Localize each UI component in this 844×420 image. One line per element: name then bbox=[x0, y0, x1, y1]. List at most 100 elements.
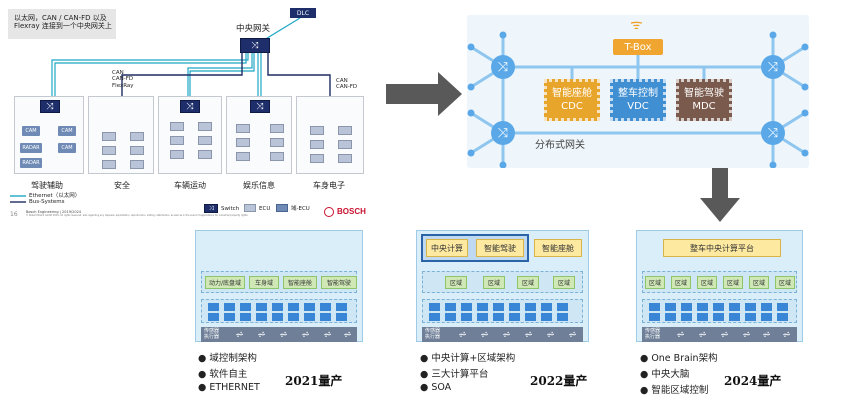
stage-2021-bullet: ● 软件自主 bbox=[198, 369, 248, 380]
ecu-node bbox=[208, 313, 219, 321]
region-chip: 区域 bbox=[749, 276, 769, 289]
ecu-node bbox=[713, 303, 724, 311]
ecu-node bbox=[493, 303, 504, 311]
compute-chip: 中央计算 bbox=[426, 239, 468, 257]
region-chip: 区域 bbox=[671, 276, 691, 289]
region-chip: 区域 bbox=[483, 276, 505, 289]
ecu-node bbox=[557, 313, 568, 321]
stage-2024-bullet: ● 中央大脑 bbox=[640, 369, 690, 380]
camera-chip: CAM bbox=[58, 143, 76, 153]
bosch-logo-icon bbox=[324, 207, 334, 217]
ecu-node bbox=[493, 313, 504, 321]
ecu-box bbox=[310, 126, 324, 135]
legend-switch-icon: ⤨ bbox=[204, 204, 218, 213]
ecu-box bbox=[102, 146, 116, 155]
tbox: T-Box bbox=[613, 39, 663, 55]
io-icon: ⩫ bbox=[343, 328, 353, 341]
ecu-box bbox=[338, 140, 352, 149]
ecu-node bbox=[304, 313, 315, 321]
region-chip: 区域 bbox=[723, 276, 743, 289]
camera-chip: CAM bbox=[58, 126, 76, 136]
ecu-box bbox=[270, 124, 284, 133]
zone-safety bbox=[88, 96, 154, 174]
ecu-node bbox=[445, 313, 456, 321]
ecu-box bbox=[170, 122, 184, 131]
bosch-architecture-diagram: 以太网，CAN / CAN-FD 以及 Flexray 连接到一个中央网关上 D… bbox=[0, 0, 378, 222]
ecu-node bbox=[665, 303, 676, 311]
io-icon: ⩫ bbox=[568, 328, 578, 341]
central-gateway-switch-icon: ⤨ bbox=[240, 38, 270, 53]
wifi-icon: ᯤ bbox=[630, 17, 643, 33]
io-icon: ⩫ bbox=[720, 328, 730, 341]
ecu-node bbox=[288, 303, 299, 311]
ecu-box bbox=[338, 126, 352, 135]
right-arrow-icon bbox=[386, 72, 462, 116]
central-platform-chip: 整车中央计算平台 bbox=[663, 239, 781, 257]
distributed-gateway-diagram: ᯤ T-Box 智能座舱 CDC 整车控制 VDC 智能驾驶 MDC ⤨ ⤨ ⤨… bbox=[467, 15, 809, 168]
ecu-node bbox=[272, 313, 283, 321]
zone-switch-icon: ⤨ bbox=[250, 100, 270, 113]
io-icon: ⩫ bbox=[676, 328, 686, 341]
domain-vdc: 整车控制 VDC bbox=[610, 79, 666, 121]
ecu-node bbox=[729, 313, 740, 321]
io-icon: ⩫ bbox=[742, 328, 752, 341]
domain-mdc: 智能驾驶 MDC bbox=[676, 79, 732, 121]
ecu-node bbox=[713, 313, 724, 321]
down-arrow-icon bbox=[700, 168, 740, 222]
ecu-node bbox=[240, 303, 251, 311]
zone-body bbox=[296, 96, 364, 174]
zone-switch-icon: ⤨ bbox=[180, 100, 200, 113]
ecu-node bbox=[745, 303, 756, 311]
legend-ecu: ECU bbox=[259, 206, 271, 212]
ecu-node bbox=[429, 313, 440, 321]
ecu-node bbox=[272, 303, 283, 311]
ecu-node bbox=[429, 303, 440, 311]
ecu-box bbox=[130, 132, 144, 141]
radar-chip: RADAR bbox=[20, 143, 42, 153]
ecu-box bbox=[270, 138, 284, 147]
io-icon: ⩫ bbox=[235, 328, 245, 341]
io-label: 传感器 执行器 bbox=[425, 328, 441, 340]
stage-2024-bullet: ● One Brain架构 bbox=[640, 353, 718, 364]
io-label: 传感器 执行器 bbox=[645, 328, 661, 340]
region-chip: 区域 bbox=[645, 276, 665, 289]
ecu-node bbox=[509, 303, 520, 311]
bosch-brand: BOSCH bbox=[337, 207, 366, 216]
ecu-box bbox=[130, 146, 144, 155]
ecu-box bbox=[170, 136, 184, 145]
stage-2022-year: 2022量产 bbox=[530, 374, 588, 388]
ecu-box bbox=[236, 152, 250, 161]
gateway-switch-icon: ⤨ bbox=[491, 121, 515, 145]
io-icon: ⩫ bbox=[301, 328, 311, 341]
ecu-node bbox=[477, 313, 488, 321]
dlc-port: DLC bbox=[290, 8, 316, 18]
ecu-box bbox=[198, 150, 212, 159]
ecu-box bbox=[198, 136, 212, 145]
ecu-node bbox=[256, 303, 267, 311]
ecu-box bbox=[130, 160, 144, 169]
gateway-switch-icon: ⤨ bbox=[761, 55, 785, 79]
ecu-node bbox=[649, 313, 660, 321]
domain-cdc-name: 智能座舱 bbox=[552, 88, 592, 99]
stage-2022-bullet: ● 三大计算平台 bbox=[420, 369, 489, 380]
distributed-gateway-label: 分布式网关 bbox=[535, 140, 585, 151]
bus-label-left: CAN CAN-FD FlexRay bbox=[112, 70, 134, 89]
ecu-node bbox=[288, 313, 299, 321]
ecu-node bbox=[320, 303, 331, 311]
ecu-node bbox=[777, 313, 788, 321]
stage-2022-bullet: ● 中央计算+区域架构 bbox=[420, 353, 516, 364]
io-row: 传感器 执行器 ⩫⩫⩫⩫⩫⩫ bbox=[201, 327, 357, 342]
ecu-node bbox=[304, 303, 315, 311]
ecu-node bbox=[777, 303, 788, 311]
ecu-node bbox=[745, 313, 756, 321]
region-chip: 区域 bbox=[445, 276, 467, 289]
ecu-box bbox=[102, 160, 116, 169]
domain-mdc-name: 智能驾驶 bbox=[684, 88, 724, 99]
io-icon: ⩫ bbox=[279, 328, 289, 341]
legend-switch: Switch bbox=[221, 206, 240, 212]
ecu-node bbox=[665, 313, 676, 321]
ecu-node bbox=[224, 303, 235, 311]
stage-2021-bullet: ● ETHERNET bbox=[198, 382, 260, 393]
ecu-node bbox=[729, 303, 740, 311]
io-icon: ⩫ bbox=[782, 328, 792, 341]
